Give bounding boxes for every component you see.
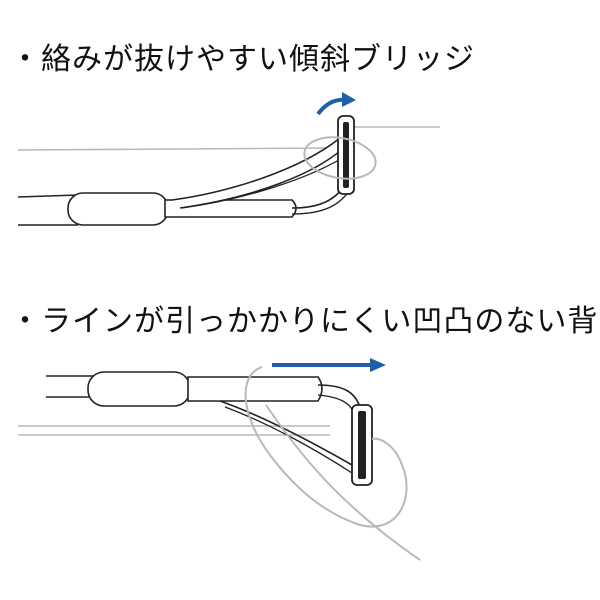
caption-smooth-back: ・ラインが引っかかりにくい凹凸のない背中 [10,304,600,339]
guide-ring [337,115,355,195]
guide-frame-inner [181,151,353,209]
guide-foot [187,376,323,402]
sliding-line [244,366,408,528]
guide-lower-frame-2 [224,406,353,474]
slanted-bridge-diagram [17,92,440,226]
tangled-line-loop [303,136,377,180]
guide-lower-leg [291,184,346,209]
guide-frame [317,384,361,408]
guide-ring [351,404,373,486]
curved-arrow-head [342,92,356,107]
rod-blank [46,375,96,398]
curved-arrow-icon [316,97,347,116]
caption-slanted-bridge: ・絡みが抜けやすい傾斜ブリッジ [10,42,475,77]
rod-blank [17,194,79,226]
guide-lower-frame [219,400,353,466]
line-straight [17,147,339,151]
guide-frame-2 [317,394,355,414]
smooth-back-diagram [18,358,421,561]
right-arrow-head [370,358,386,372]
thread-wrap [67,192,169,226]
thread-wrap [87,371,191,407]
sliding-line-tail [265,404,421,561]
